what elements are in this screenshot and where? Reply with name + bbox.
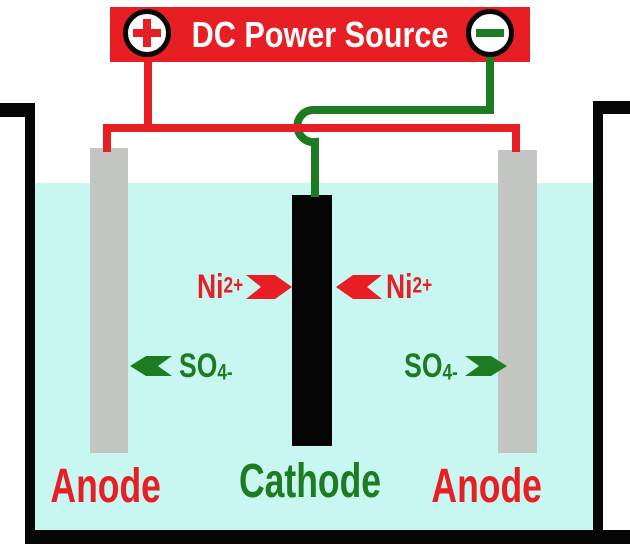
left-arrow-icon xyxy=(336,275,382,299)
right-anode-electrode xyxy=(498,150,537,453)
tank-bottom xyxy=(25,530,630,544)
negative-wire xyxy=(293,55,494,197)
tank-left-wall xyxy=(25,103,35,544)
positive-terminal xyxy=(123,9,171,57)
cathode-label: Cathode xyxy=(238,455,382,508)
left-arrow-icon xyxy=(130,356,172,376)
sulfate-ion-text: SO4- xyxy=(404,346,458,385)
right-arrow-icon xyxy=(246,275,292,299)
right-arrow-icon xyxy=(464,356,507,376)
anode-label-left: Anode xyxy=(50,460,162,513)
nickel-ion-text: Ni2+ xyxy=(386,268,433,306)
sulfate-ion-label-right: SO4- xyxy=(389,346,507,386)
minus-icon xyxy=(476,29,504,37)
tank-right-wall xyxy=(593,101,603,544)
positive-wire xyxy=(103,55,520,152)
sulfate-ion-text: SO4- xyxy=(179,346,233,385)
power-source-title: DC Power Source xyxy=(110,7,530,62)
nickel-ion-label-right: Ni2+ xyxy=(336,267,445,307)
dc-power-source-banner: DC Power Source xyxy=(110,7,530,62)
cathode-electrode xyxy=(292,195,332,446)
anode-label-right: Anode xyxy=(431,460,543,513)
nickel-ion-text: Ni2+ xyxy=(196,268,243,306)
plus-icon xyxy=(133,19,161,47)
negative-terminal xyxy=(466,9,514,57)
power-source-title-text: DC Power Source xyxy=(191,14,449,55)
left-anode-electrode xyxy=(90,148,128,453)
sulfate-ion-label-left: SO4- xyxy=(130,346,248,386)
nickel-ion-label-left: Ni2+ xyxy=(140,267,292,307)
